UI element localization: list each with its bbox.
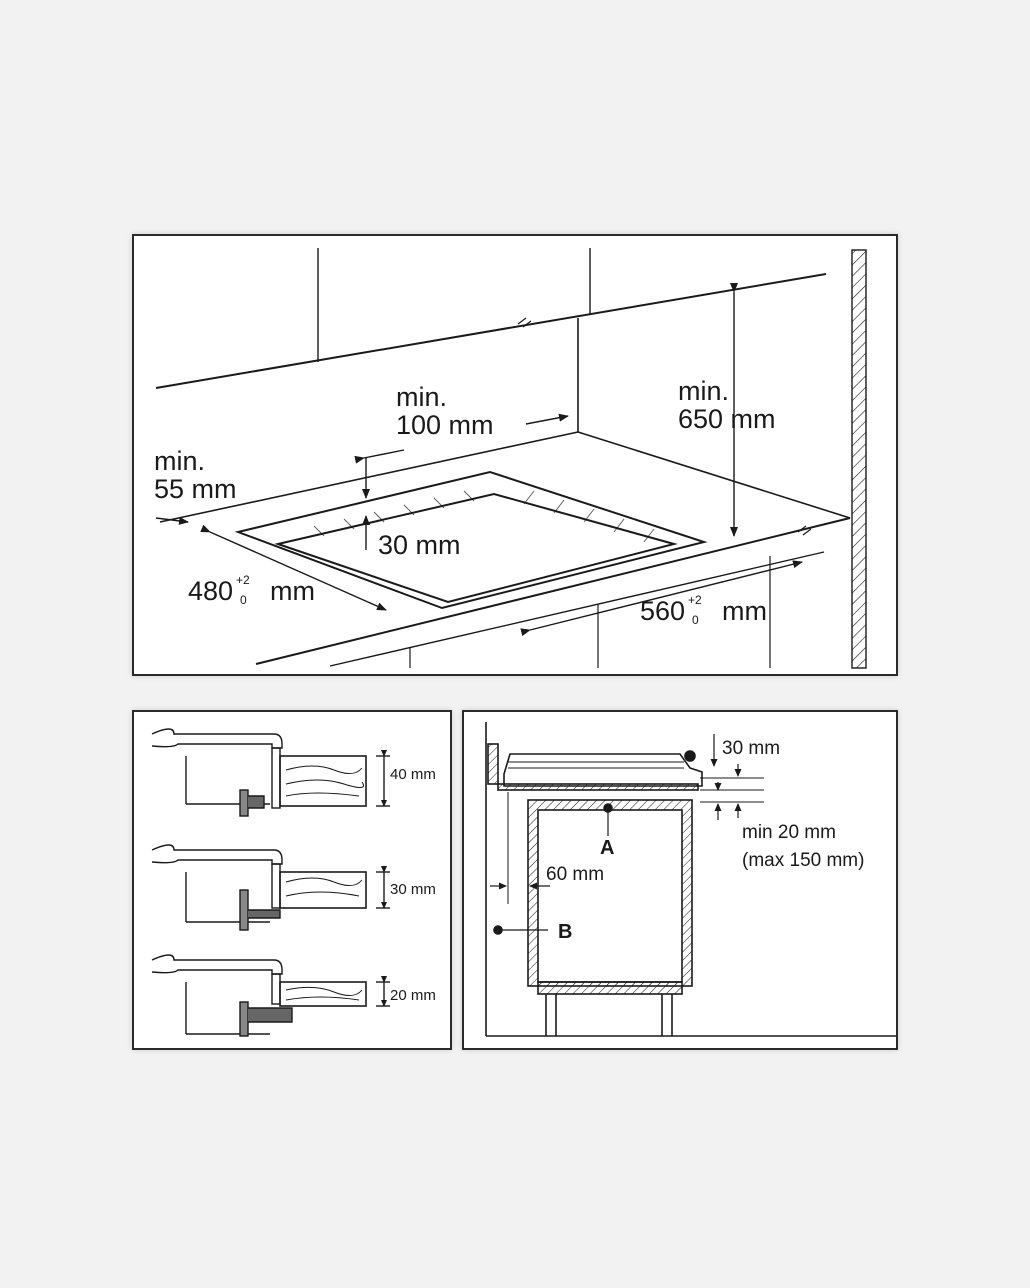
side-section-drawing: 30 mm min 20 mm (max 150 mm) A B 60 mm	[485, 722, 896, 1037]
marker-a: A	[600, 837, 614, 859]
min-100-line1: min.	[396, 382, 447, 412]
worktop-thickness-drawing: 40 mm 30 mm 20 mm	[151, 728, 436, 1037]
wall-panel-hatch	[487, 743, 499, 785]
width-560-value: 560	[640, 596, 685, 626]
gap-max-label: (max 150 mm)	[742, 850, 864, 871]
depth-30-label: 30 mm	[378, 530, 461, 560]
wall-tile-line	[155, 273, 827, 389]
hob-body	[503, 753, 703, 787]
gap-min-label: min 20 mm	[742, 822, 836, 843]
width-560-sup: +2	[688, 593, 702, 607]
worktop-section-20	[151, 954, 390, 1037]
top-gap-label: 30 mm	[722, 738, 780, 759]
side-gap-label: 60 mm	[546, 864, 604, 885]
thickness-30-label: 30 mm	[390, 881, 436, 898]
min-650-line1: min.	[678, 376, 729, 406]
worktop-section-30	[151, 844, 390, 931]
cutout-perspective-drawing: min. 100 mm min. 650 mm min. 55 mm 30 mm…	[154, 248, 867, 669]
cutout-dimensions-panel: min. 100 mm min. 650 mm min. 55 mm 30 mm…	[132, 234, 898, 676]
min-100-line2: 100 mm	[396, 410, 494, 440]
side-wall-hatch	[851, 249, 867, 669]
worktop-section-40	[151, 728, 390, 817]
width-480-sup: +2	[236, 573, 250, 587]
side-section-panel: 30 mm min 20 mm (max 150 mm) A B 60 mm	[462, 710, 898, 1050]
width-480-value: 480	[188, 576, 233, 606]
thickness-40-label: 40 mm	[390, 766, 436, 783]
width-560-unit: mm	[722, 596, 767, 626]
width-560-sub: 0	[692, 613, 699, 627]
width-480-sub: 0	[240, 593, 247, 607]
min-55-line1: min.	[154, 446, 205, 476]
width-480-unit: mm	[270, 576, 315, 606]
min-55-line2: 55 mm	[154, 474, 237, 504]
worktop-thickness-panel: 40 mm 30 mm 20 mm	[132, 710, 452, 1050]
thickness-20-label: 20 mm	[390, 987, 436, 1004]
marker-b: B	[558, 921, 572, 943]
min-650-line2: 650 mm	[678, 404, 776, 434]
